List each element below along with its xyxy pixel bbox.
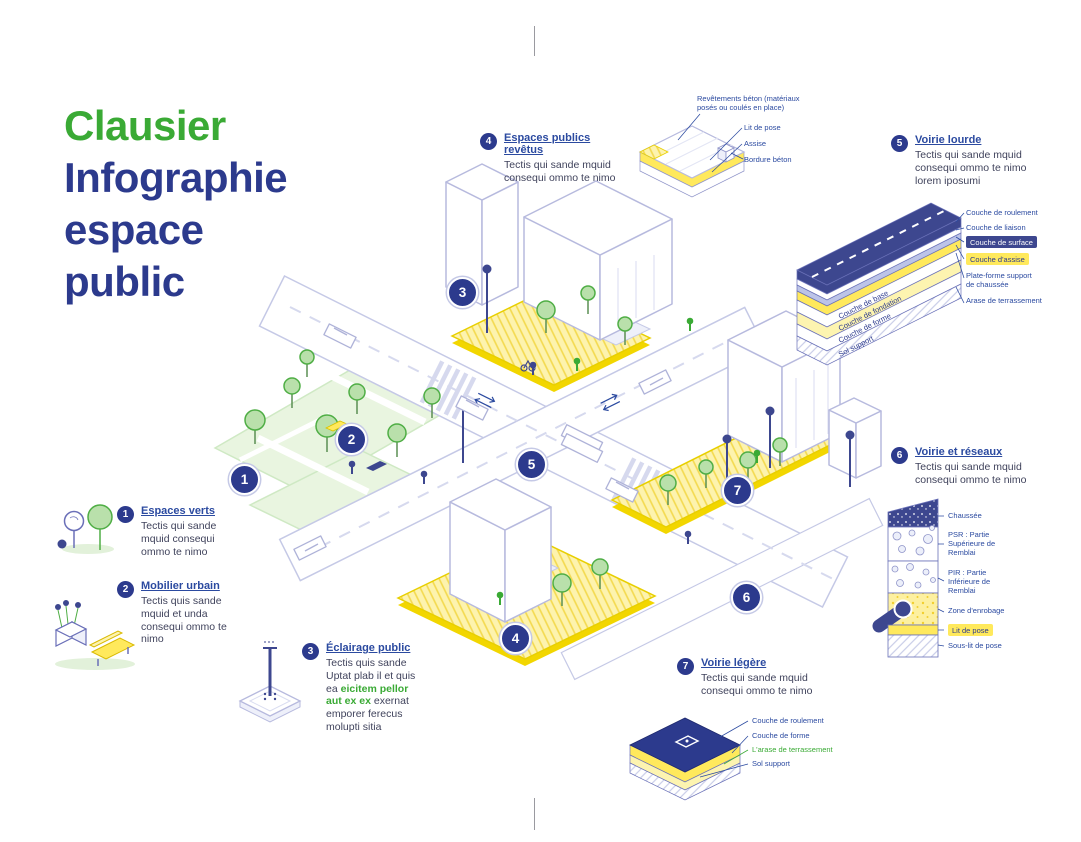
title-line: public	[64, 258, 185, 306]
legend-label: Espaces publics revêtus	[504, 132, 591, 156]
map-badge-3: 3	[447, 277, 478, 308]
callout-psr: PSR : Partie Supérieure de Remblai	[948, 530, 996, 557]
legend-item-eclairage-public: 3 Éclairage public Tectis quis sande Upt…	[302, 642, 422, 734]
map-badge-5: 5	[516, 449, 547, 480]
legend-number-badge: 1	[117, 506, 134, 523]
legend-desc: Tectis qui sande mquid consequi ommo te …	[141, 520, 217, 558]
legend-desc: Tectis qui sande mquid consequi ommo te …	[701, 672, 813, 697]
callout-sous-lit-de-pose: Sous-lit de pose	[948, 641, 1002, 650]
pedestrians	[348, 317, 761, 605]
legend-label: Mobilier urbain	[141, 580, 220, 592]
diagram-voirie-legere-art	[629, 717, 741, 801]
buildings	[445, 163, 882, 623]
map-badge-7: 7	[722, 475, 753, 506]
legend-label: Voirie lourde	[915, 134, 982, 146]
legend-item-voirie-et-reseaux: 6 Voirie et réseaux Tectis qui sande mqu…	[891, 446, 1036, 487]
map-badge-1: 1	[229, 464, 260, 495]
page-title: Clausier Infographie espace public	[64, 100, 288, 308]
callout-couche-d-assise: Couche d'assise	[966, 253, 1029, 265]
vehicles	[293, 323, 672, 561]
diagram-revetus-art	[638, 125, 746, 198]
legend-number-badge: 5	[891, 135, 908, 152]
legend-item-espaces-publics-revetus: 4 Espaces publics revêtus Tectis qui san…	[480, 132, 625, 185]
diagram-reseaux-art	[872, 498, 939, 658]
legend-label: Voirie et réseaux	[915, 446, 1003, 458]
title-brand: Clausier	[64, 102, 226, 149]
callout-arase-de-terrassement: Arase de terrassement	[966, 296, 1042, 305]
legend-number-badge: 7	[677, 658, 694, 675]
legend-label: Éclairage public	[326, 642, 411, 654]
crop-mark-top	[534, 26, 535, 56]
title-line: espace	[64, 206, 204, 254]
map-badge-2: 2	[336, 424, 367, 455]
legend-number-badge: 4	[480, 133, 497, 150]
legend-item-espaces-verts: 1 Espaces verts Tectis qui sande mquid c…	[117, 505, 237, 558]
legend-desc: Tectis quis sande Uptat plab il et quis …	[326, 657, 416, 733]
legend-desc: Tectis qui sande mquid consequi ommo te …	[504, 159, 616, 184]
callout-revetements-beton: Revêtements béton (matériaux posés ou co…	[697, 94, 800, 112]
building-right-main	[727, 310, 841, 463]
legend-item-mobilier-urbain: 2 Mobilier urbain Tectis quis sande mqui…	[117, 580, 239, 646]
callout-couche-de-roulement-legere: Couche de roulement	[752, 716, 824, 725]
leader-lines	[677, 113, 965, 778]
legend-desc: Tectis qui sande mquid consequi ommo te …	[915, 461, 1027, 486]
building-top-main	[523, 180, 673, 341]
callout-zone-d-enrobage: Zone d'enrobage	[948, 606, 1005, 615]
illustration-espaces-verts	[57, 504, 114, 554]
callout-pir: PIR : Partie Inférieure de Remblai	[948, 568, 991, 595]
callout-lit-de-pose: Lit de pose	[744, 123, 781, 132]
legend-desc-highlight: eicitem pellor aut ex ex	[326, 682, 409, 708]
legend-label: Voirie légère	[701, 657, 767, 669]
callout-sol-support-legere: Sol support	[752, 759, 790, 768]
callout-lit-de-pose-reseaux: Lit de pose	[948, 624, 993, 636]
callout-chaussee: Chaussée	[948, 511, 982, 520]
callout-arase-terrassement-legere: L'arase de terrassement	[752, 745, 833, 754]
car	[323, 323, 357, 349]
trees	[244, 285, 788, 606]
illustration-mobilier-urbain	[54, 600, 136, 670]
title-line: Infographie	[64, 154, 288, 202]
map-badge-4: 4	[500, 623, 531, 654]
legend-item-voirie-legere: 7 Voirie légère Tectis qui sande mquid c…	[677, 657, 822, 698]
legend-item-voirie-lourde: 5 Voirie lourde Tectis qui sande mquid c…	[891, 134, 1036, 187]
crop-mark-bottom	[534, 798, 535, 830]
legend-desc: Tectis qui sande mquid consequi ommo te …	[915, 149, 1027, 187]
callout-plate-forme-support: Plate-forme support de chaussée	[966, 271, 1032, 289]
car	[293, 535, 327, 561]
legend-number-badge: 6	[891, 447, 908, 464]
callout-assise: Assise	[744, 139, 767, 148]
legend-desc: Tectis quis sande mquid et unda consequi…	[141, 595, 227, 646]
road-direction-arrows	[474, 392, 621, 412]
building-top-small	[445, 163, 519, 306]
building-right-small	[828, 397, 882, 479]
callout-couche-de-surface: Couche de surface	[966, 236, 1037, 248]
car	[605, 477, 639, 503]
callout-bordure-beton: Bordure béton	[744, 155, 792, 164]
map-badge-6: 6	[731, 582, 762, 613]
legend-number-badge: 3	[302, 643, 319, 660]
callout-couche-de-roulement: Couche de roulement	[966, 208, 1038, 217]
callout-couche-de-liaison: Couche de liaison	[966, 223, 1026, 232]
legend-label: Espaces verts	[141, 505, 215, 517]
callout-couche-de-forme-legere: Couche de forme	[752, 731, 810, 740]
legend-number-badge: 2	[117, 581, 134, 598]
illustration-eclairage-public	[238, 641, 302, 723]
diagram-voirie-lourde-art: Couche de base Couche de fondation Couch…	[796, 202, 962, 366]
building-bottom	[449, 478, 552, 623]
car	[455, 395, 489, 421]
truck	[560, 424, 604, 463]
car	[638, 369, 672, 395]
